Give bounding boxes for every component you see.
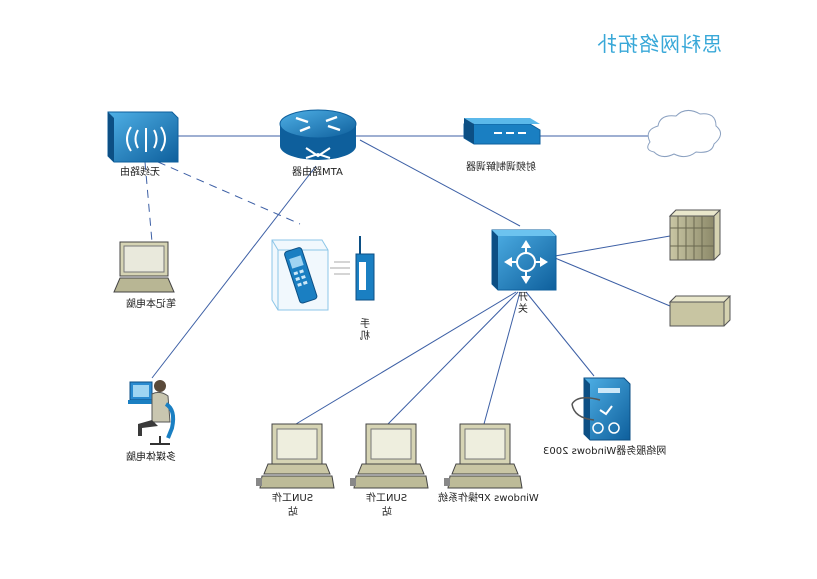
- label-server: 网络服务器Windows 2003: [543, 446, 667, 457]
- link-router-switch: [359, 139, 521, 227]
- link-switch-rack: [554, 235, 671, 257]
- workstation-icon: [444, 423, 523, 489]
- label-sun-workstation-1b: 站: [288, 507, 298, 518]
- laptop-icon: [113, 241, 175, 293]
- rack-server-icon: [668, 209, 722, 261]
- phone-icon: [271, 236, 375, 311]
- label-laptop: 笔记本电脑: [126, 299, 176, 310]
- label-switch-1: 开: [518, 292, 528, 303]
- label-modem: 射频调制解调器: [466, 162, 536, 173]
- link-switch-server: [525, 291, 595, 377]
- label-atm-router: ATM路由器: [292, 167, 343, 178]
- workstation-icon: [350, 423, 429, 489]
- label-sun-workstation-2: SUN工作: [366, 493, 408, 504]
- page-title: 思科网络拓扑: [596, 32, 722, 56]
- router-icon: [279, 109, 357, 160]
- modem-icon: [463, 118, 541, 145]
- link-switch-winxp: [483, 291, 521, 425]
- wireless-links: [144, 161, 301, 243]
- link-switch-sun2: [387, 291, 519, 425]
- wireless-link-phone: [157, 161, 301, 225]
- cloud-icon: [647, 110, 721, 158]
- label-winxp: Windows XP操作系统: [438, 493, 539, 504]
- storage-icon: [668, 295, 732, 327]
- person-computer-icon: [128, 380, 176, 445]
- label-phone-1: 手: [360, 319, 370, 330]
- label-wireless-router: 无线路由: [120, 167, 160, 178]
- label-multimedia-pc: 多媒体电脑: [126, 452, 176, 463]
- label-sun-workstation-1: SUN工作: [272, 493, 314, 504]
- server-icon: [571, 377, 631, 441]
- link-switch-storage: [554, 257, 671, 307]
- label-sun-workstation-2b: 站: [382, 507, 392, 518]
- switch-icon: [491, 229, 557, 291]
- label-phone-2: 机: [360, 331, 370, 342]
- label-switch-2: 关: [518, 304, 528, 315]
- workstation-icon: [256, 423, 335, 489]
- links: [151, 135, 671, 425]
- link-switch-sun1: [295, 291, 517, 425]
- link-router-multimedia: [151, 165, 317, 379]
- wireless-router-icon: [107, 111, 179, 163]
